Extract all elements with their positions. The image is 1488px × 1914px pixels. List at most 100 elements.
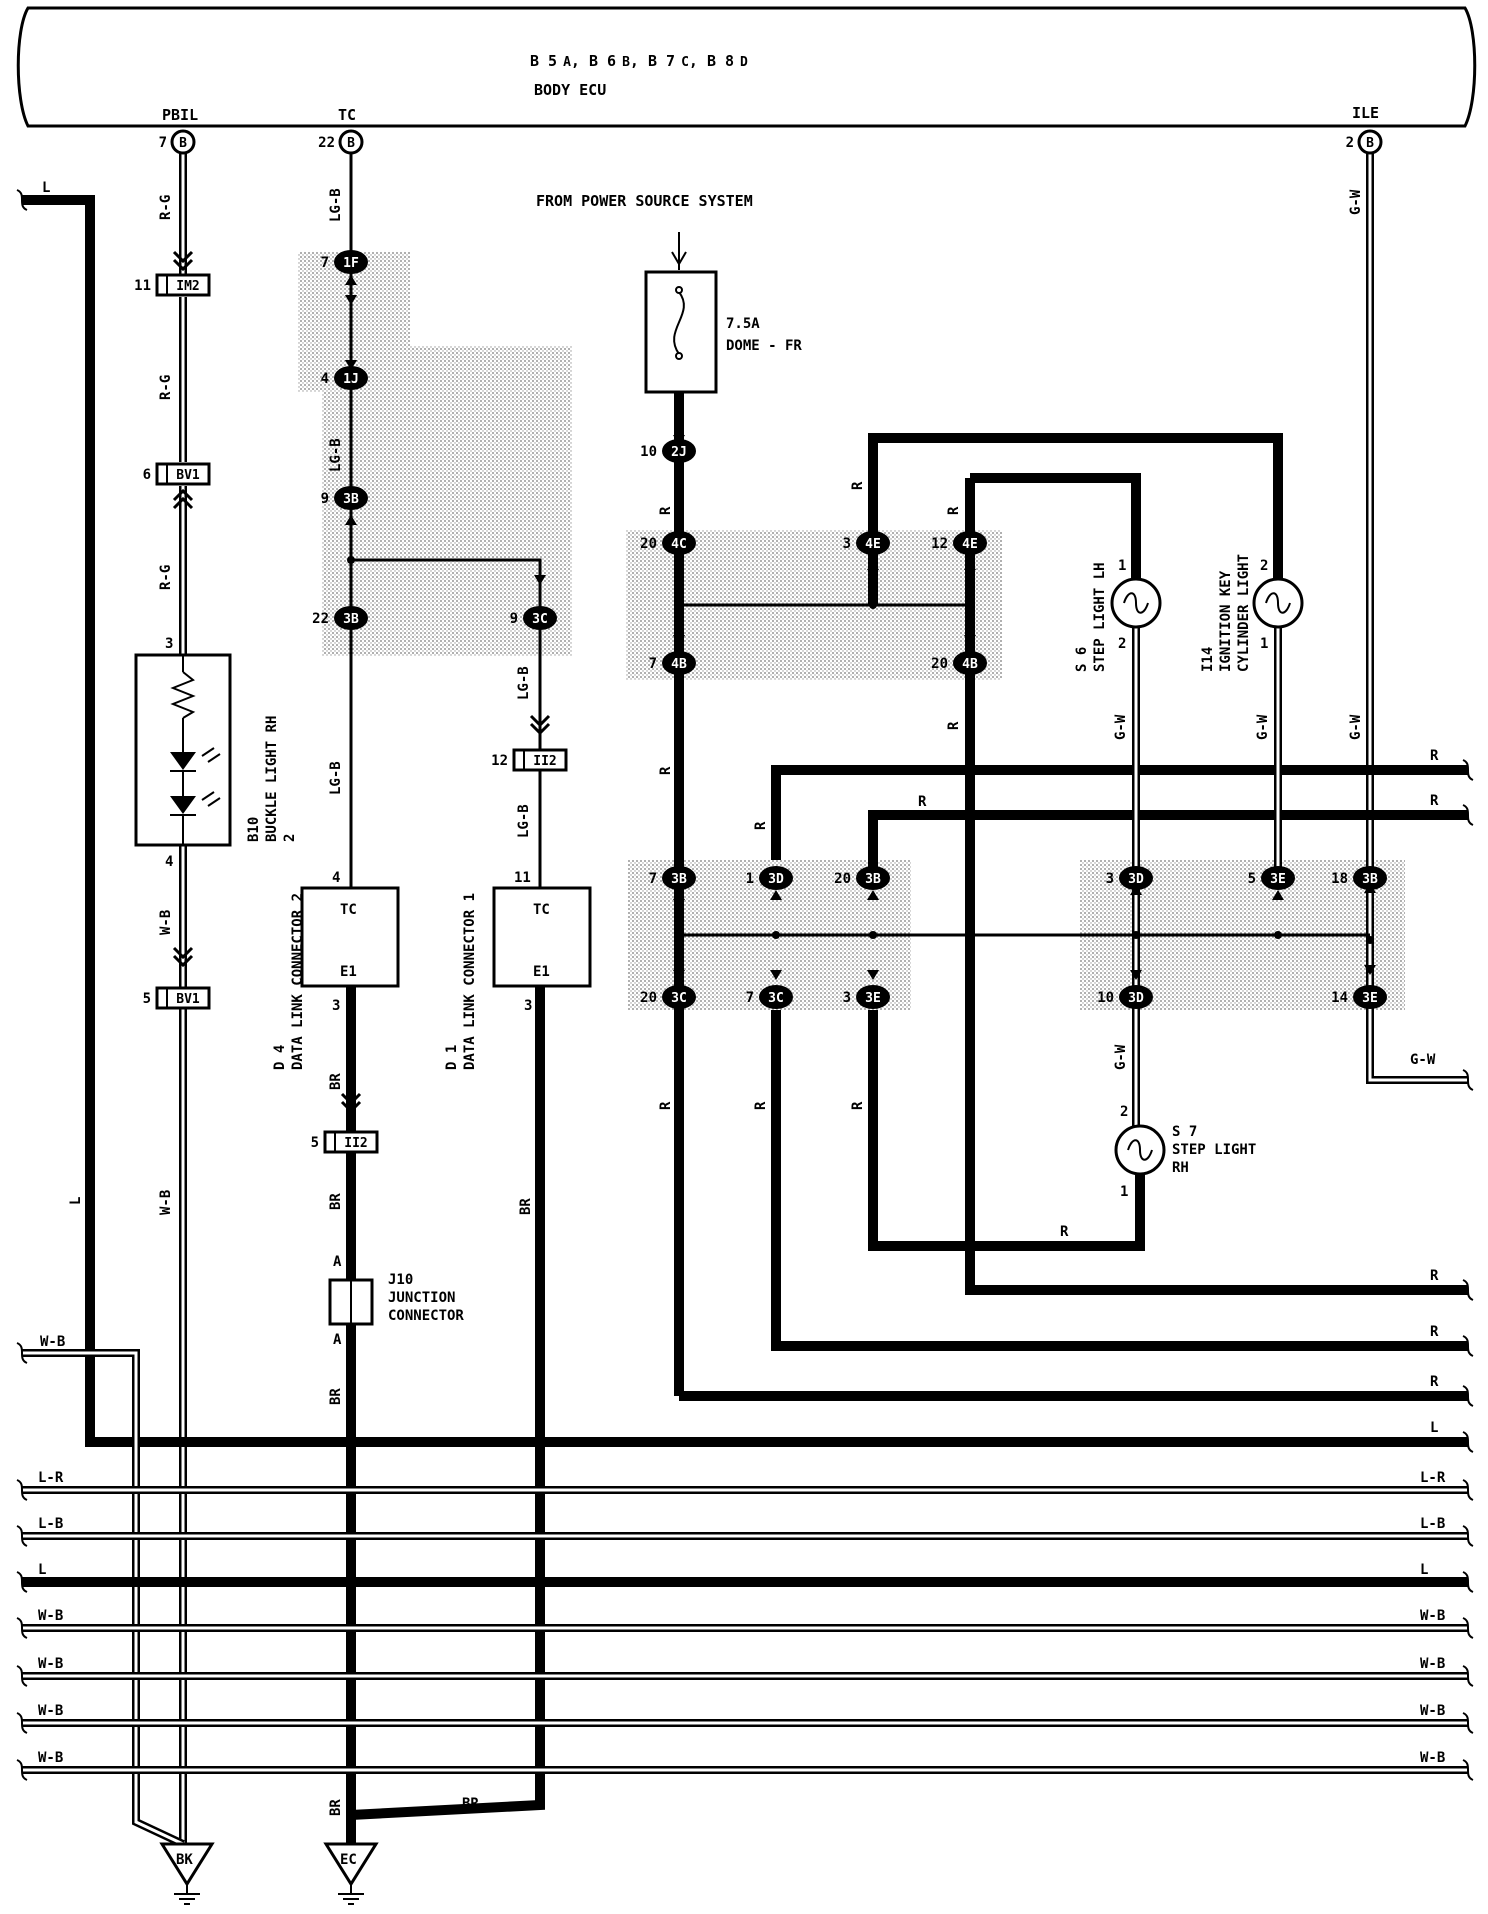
- junction-pin-code: 1J: [343, 372, 359, 387]
- b10-name-2: 2: [282, 834, 298, 842]
- label-left-bundle-6: W-B: [38, 1750, 63, 1766]
- junction-pin-5: [662, 439, 696, 463]
- inline-connector-code: II2: [533, 754, 556, 769]
- flow-arrow: [345, 515, 357, 525]
- junction-pin-code: 4B: [671, 657, 687, 672]
- junction-pin-number: 3: [1106, 871, 1114, 887]
- connector-chevron: [340, 1092, 362, 1106]
- splice-dot: [675, 931, 683, 939]
- inline-connector-pin: 5: [143, 991, 151, 1007]
- junction-pin-code: 3E: [865, 991, 881, 1006]
- label-r-5: R: [753, 1101, 769, 1110]
- junction-pin-number: 12: [931, 536, 948, 552]
- wire-r-2: [771, 1010, 1468, 1351]
- wire-break-mark: [16, 1712, 28, 1734]
- junction-pin-code: 3C: [768, 991, 784, 1006]
- junction-pin-number: 4: [321, 371, 329, 387]
- s7-name: STEP LIGHT: [1172, 1142, 1256, 1158]
- label-pbil-5: W-B: [158, 1190, 174, 1215]
- junction-pin-number: 7: [746, 990, 754, 1006]
- junction-pin-1: [334, 366, 368, 390]
- ecu-title: BODY ECU: [534, 81, 606, 99]
- junction-pin-21: [1353, 985, 1387, 1009]
- ground-ec-label: EC: [340, 1852, 357, 1868]
- label-left-bundle-3: W-B: [38, 1608, 63, 1624]
- label-gw-2: G-W: [1255, 714, 1271, 740]
- flow-arrow: [345, 360, 357, 370]
- junction-pin-2: [334, 486, 368, 510]
- junction-pin-number: 20: [640, 536, 657, 552]
- s6-pin2: 2: [1118, 636, 1126, 652]
- junction-pin-15: [759, 985, 793, 1009]
- junction-pin-number: 18: [1331, 871, 1348, 887]
- splice-dot: [347, 556, 355, 564]
- wire-break-mark: [1462, 1279, 1474, 1301]
- s7-pin1: 1: [1120, 1184, 1128, 1200]
- splice-dot: [675, 601, 683, 609]
- label-pbil-2: R-G: [158, 375, 174, 400]
- b10-pin-top: 3: [165, 636, 173, 652]
- step-light-rh: 2 1 S 7 STEP LIGHT RH: [1114, 1104, 1256, 1200]
- i14-pin1: 1: [1260, 636, 1268, 652]
- label-right-bundle-3: W-B: [1420, 1608, 1445, 1624]
- connector-chevron: [172, 496, 194, 510]
- junction-pin-code: 3E: [1362, 991, 1378, 1006]
- wire-break-mark: [16, 1617, 28, 1639]
- label-right-1: R: [1430, 1324, 1439, 1340]
- wire-r-3b: [868, 810, 1468, 880]
- ecu-pin-circle: [170, 129, 196, 155]
- label-r-7: R: [850, 1101, 866, 1110]
- junction-pin-14: [662, 985, 696, 1009]
- wire-step-lh-feed: [970, 473, 1141, 579]
- s7-pin2: 2: [1120, 1104, 1128, 1120]
- junction-pin-18: [1261, 866, 1295, 890]
- wire-break-mark: [1462, 1525, 1474, 1547]
- wire-break-mark: [1462, 1385, 1474, 1407]
- label-left-bundle-0: L-R: [38, 1470, 64, 1486]
- d4-tc: TC: [340, 902, 357, 918]
- d4-e1: E1: [340, 964, 357, 980]
- wire-br-d1: [350, 986, 545, 1820]
- junction-pin-8: [953, 531, 987, 555]
- junction-pin-code: 2J: [671, 445, 687, 460]
- ecu-pin-code: B: [347, 136, 355, 151]
- connector-chevron: [172, 258, 194, 272]
- s7-code: S 7: [1172, 1124, 1197, 1140]
- junction-pin-number: 14: [1331, 990, 1348, 1006]
- inline-connector-pin: 12: [491, 753, 508, 769]
- junction-pin-code: 4C: [671, 537, 687, 552]
- junction-pin-20: [1119, 985, 1153, 1009]
- junction-pin-number: 3: [843, 990, 851, 1006]
- b10-code: B10: [246, 817, 262, 842]
- flow-arrow: [867, 890, 879, 900]
- flow-arrow: [345, 295, 357, 305]
- label-tc-2: LG-B: [328, 438, 344, 472]
- label-r-13: R: [918, 794, 927, 810]
- label-r-4: R: [753, 821, 769, 830]
- junction-pin-code: 3C: [671, 991, 687, 1006]
- splice-dot: [869, 931, 877, 939]
- junction-pin-code: 3B: [343, 612, 359, 627]
- junction-pin-code: 3D: [1128, 872, 1144, 887]
- junction-pin-code: 3D: [1128, 991, 1144, 1006]
- ecu-pin-code: B: [179, 136, 187, 151]
- d4-name: DATA LINK CONNECTOR 2: [290, 893, 306, 1070]
- inline-connector-box: [155, 462, 211, 486]
- junction-pin-9: [662, 651, 696, 675]
- j10-pin-a-bottom: A: [333, 1332, 342, 1348]
- labels: R-GR-GR-GW-BW-BLG-BLG-BLG-BLG-BLG-BBRBRB…: [16, 129, 1474, 1816]
- junction-pin-code: 4B: [962, 657, 978, 672]
- label-right-2: R: [1430, 1374, 1439, 1390]
- flow-arrow: [345, 275, 357, 285]
- junction-pin-10: [953, 651, 987, 675]
- wire-break-mark: [1462, 1479, 1474, 1501]
- label-br-3: BR: [328, 1388, 344, 1405]
- label-r-3: R: [658, 1101, 674, 1110]
- i14-name-2: CYLINDER LIGHT: [1236, 554, 1252, 672]
- wire-tc-branch: [351, 558, 542, 888]
- junction-pin-number: 9: [321, 491, 329, 507]
- label-right-3: L: [1430, 1420, 1438, 1436]
- d4-pin-tc: 4: [332, 870, 340, 886]
